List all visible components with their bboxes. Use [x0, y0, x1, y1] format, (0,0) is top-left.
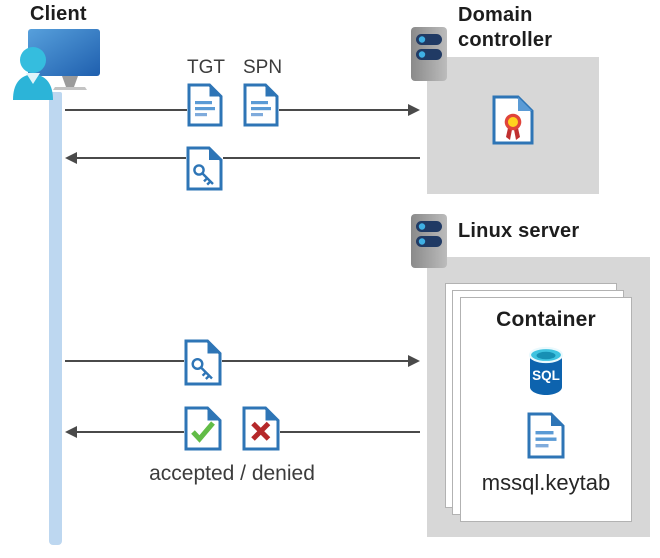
sql-database-icon: SQL: [528, 346, 564, 396]
tgt-label: TGT: [187, 57, 225, 78]
check-icon: [191, 421, 215, 443]
user-icon: [20, 47, 46, 73]
linux-server-title: Linux server: [458, 220, 580, 242]
domain-controller-title: Domain controller: [458, 4, 553, 51]
sql-icon-label: SQL: [532, 368, 560, 383]
client-user-monitor-icon: [8, 26, 108, 104]
client-title: Client: [30, 3, 87, 25]
denied-document-icon: [242, 406, 280, 451]
ticket-key-document-icon: [186, 146, 223, 191]
tgt-document-icon: [187, 83, 223, 127]
keytab-label: mssql.keytab: [481, 470, 611, 495]
ticket-key-document-icon: [184, 339, 222, 386]
linux-server-server-icon: [410, 213, 448, 269]
arrowhead-right-icon: [408, 104, 420, 116]
spn-document-icon: [243, 83, 279, 127]
arrowhead-left-icon: [65, 152, 77, 164]
client-lifeline: [49, 92, 62, 545]
spn-label: SPN: [243, 57, 283, 78]
monitor-icon: [28, 29, 100, 76]
accepted-denied-label: accepted / denied: [149, 462, 315, 485]
accepted-document-icon: [184, 406, 222, 451]
container-card: [460, 297, 632, 522]
arrowhead-left-icon: [65, 426, 77, 438]
certificate-icon: [492, 95, 534, 145]
x-icon: [251, 421, 271, 441]
keytab-document-icon: [527, 412, 565, 459]
arrowhead-right-icon: [408, 355, 420, 367]
domain-controller-server-icon: [410, 26, 448, 82]
container-title: Container: [496, 308, 596, 331]
